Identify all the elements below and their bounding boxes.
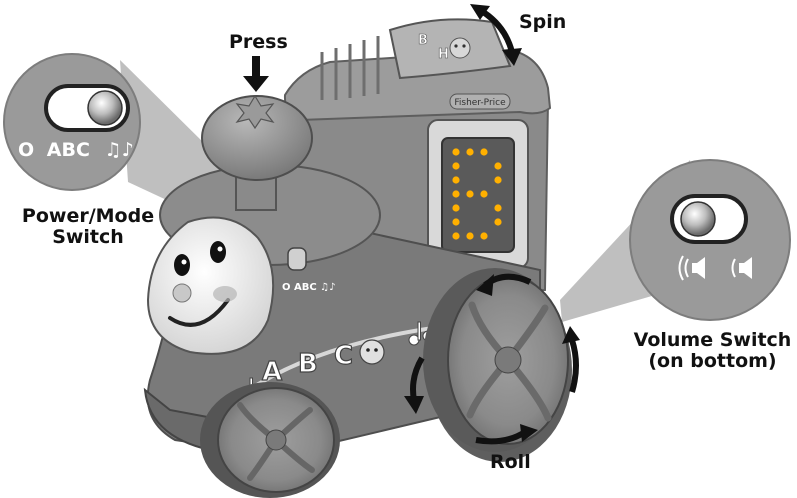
brand-logo-text: Fisher-Price bbox=[454, 98, 506, 108]
led-dot bbox=[494, 218, 501, 225]
press-label: Press bbox=[229, 32, 288, 53]
volume-switch-label: Volume Switch (on bottom) bbox=[630, 330, 795, 371]
led-dot bbox=[466, 232, 473, 239]
led-dot bbox=[466, 148, 473, 155]
legend-abc: ABC bbox=[47, 139, 90, 161]
led-dot bbox=[480, 190, 487, 197]
roll-label: Roll bbox=[490, 452, 531, 473]
led-dot bbox=[480, 232, 487, 239]
front-wheel bbox=[200, 382, 340, 498]
led-dot bbox=[452, 204, 459, 211]
led-dot bbox=[452, 232, 459, 239]
nose bbox=[173, 284, 191, 302]
led-dot bbox=[494, 176, 501, 183]
right-eye bbox=[210, 241, 226, 263]
power-mode-switch bbox=[46, 86, 128, 130]
led-dot bbox=[466, 190, 473, 197]
spin-roller: B H bbox=[390, 19, 510, 78]
led-screen bbox=[428, 120, 528, 268]
led-dot bbox=[452, 190, 459, 197]
abc-letter: C bbox=[334, 341, 353, 371]
left-eye bbox=[174, 254, 190, 276]
volume-callout bbox=[630, 160, 790, 320]
led-dot bbox=[494, 162, 501, 169]
brand-plate: Fisher-Price bbox=[450, 94, 510, 109]
legend-off: O bbox=[18, 139, 34, 161]
volume-label-line1: Volume Switch bbox=[630, 330, 795, 351]
led-dot bbox=[494, 204, 501, 211]
led-dot bbox=[452, 176, 459, 183]
press-button bbox=[202, 96, 312, 180]
rear-right-wheel bbox=[423, 268, 568, 452]
power-mode-label-line2: Switch bbox=[8, 227, 168, 248]
svg-text:B: B bbox=[418, 33, 428, 48]
press-arrow bbox=[243, 56, 269, 92]
svg-text:H: H bbox=[438, 47, 449, 62]
volume-switch bbox=[672, 196, 746, 242]
power-mode-label-line1: Power/Mode bbox=[8, 206, 168, 227]
led-dot bbox=[480, 148, 487, 155]
switch-legend: O ABC ♫♪ bbox=[18, 140, 134, 161]
volume-label-line2: (on bottom) bbox=[630, 351, 795, 372]
power-mode-callout bbox=[4, 54, 140, 190]
led-dot bbox=[452, 148, 459, 155]
led-dot bbox=[452, 162, 459, 169]
power-mode-label: Power/Mode Switch bbox=[8, 206, 168, 247]
spin-label: Spin bbox=[519, 12, 566, 33]
abc-letter: B bbox=[298, 349, 318, 379]
legend-music: ♫♪ bbox=[105, 139, 134, 161]
toy-switch-legend: O ABC ♫♪ bbox=[282, 282, 336, 293]
led-dot bbox=[452, 218, 459, 225]
